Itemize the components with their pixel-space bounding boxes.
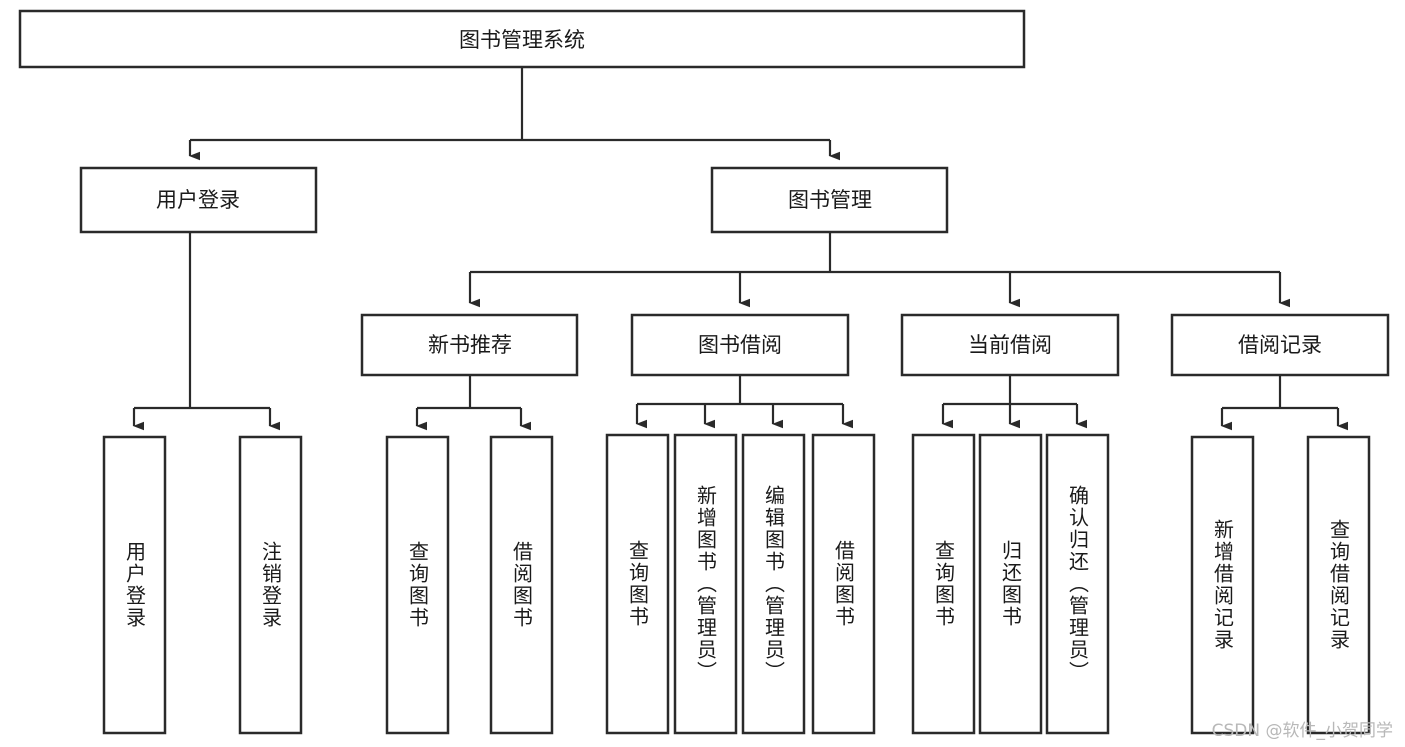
node-book-borrow-label: 图书借阅 [698,333,782,357]
leaf-box-user-login[interactable] [102,435,167,735]
leaf-box-add-book-admin[interactable] [673,433,738,735]
node-root-box[interactable] [18,9,1026,69]
node-layer: 图书管理系统 用户登录 图书管理 新书推荐 图书借阅 当前借阅 借阅记录 [18,9,1390,735]
node-book-borrow-box[interactable] [630,313,850,377]
leaf-box-add-borrow-record[interactable] [1190,435,1255,735]
node-root-label: 图书管理系统 [459,28,585,52]
node-borrow-record-box[interactable] [1170,313,1390,377]
connector-layer [132,67,1348,431]
leaf-box-return-book[interactable] [978,433,1043,735]
leaf-box-query-book-current[interactable] [911,433,976,735]
leaf-box-query-book-borrow[interactable] [605,433,670,735]
node-new-book-box[interactable] [360,313,579,377]
node-current-borrow-box[interactable] [900,313,1120,377]
node-user-login-label: 用户登录 [156,188,240,212]
node-book-mgmt-label: 图书管理 [788,188,872,212]
leaf-box-edit-book-admin[interactable] [741,433,806,735]
node-borrow-record-label: 借阅记录 [1238,333,1322,357]
leaf-box-query-book-newbook[interactable] [385,435,450,735]
leaf-box-query-borrow-record[interactable] [1306,435,1371,735]
node-user-login-box[interactable] [79,166,318,234]
leaf-box-confirm-return-admin[interactable] [1045,433,1110,735]
leaf-box-borrow-book-newbook[interactable] [489,435,554,735]
node-current-borrow-label: 当前借阅 [968,333,1052,357]
leaf-box-borrow-book-borrow[interactable] [811,433,876,735]
leaf-box-logout[interactable] [238,435,303,735]
watermark-text: CSDN @软件_小贺同学 [1211,721,1393,741]
node-book-mgmt-box[interactable] [710,166,949,234]
node-new-book-label: 新书推荐 [428,333,512,357]
